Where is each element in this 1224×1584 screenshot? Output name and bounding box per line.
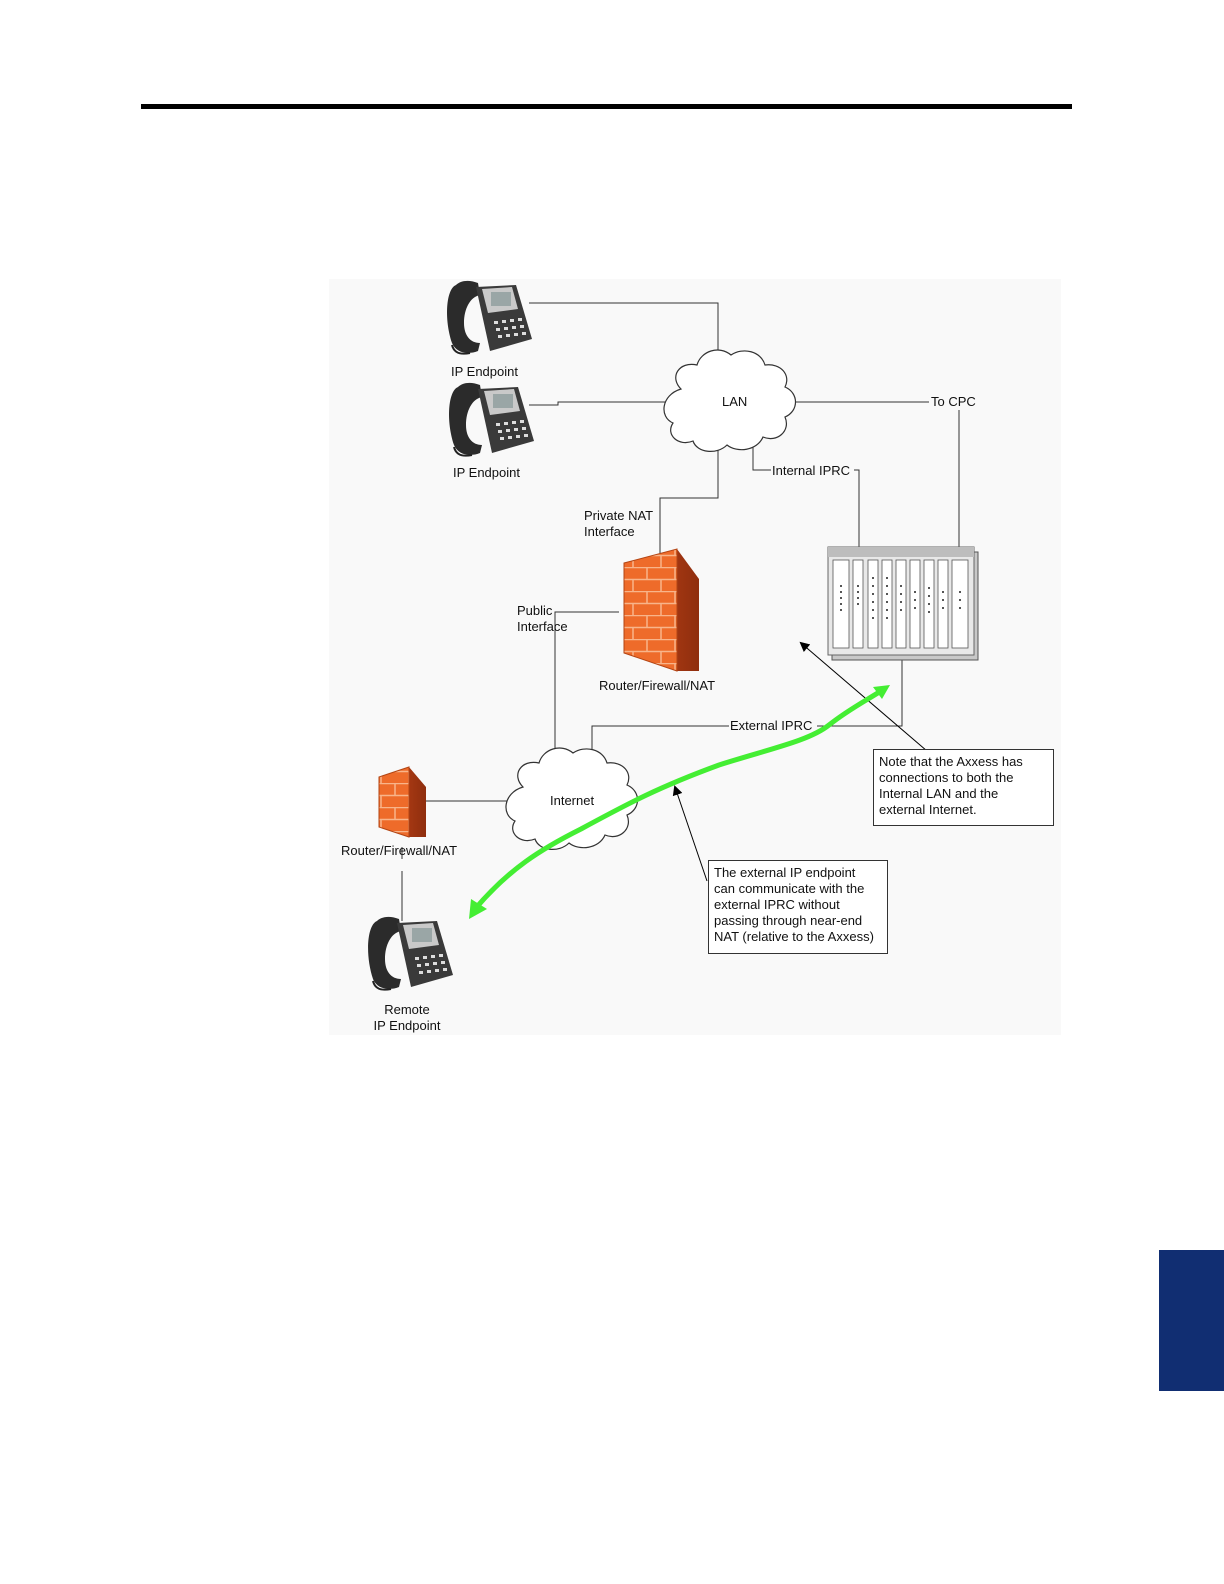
- axxess-note-pointer: [799, 641, 928, 752]
- private-nat-label-line1: Private NAT: [584, 508, 654, 523]
- ip-endpoint-2-label: IP Endpoint: [453, 465, 520, 480]
- header-rule: [141, 104, 1072, 109]
- endpoint-note-pointer: [672, 785, 708, 882]
- network-diagram: IP Endpoint IP Endpoint LAN To CPC Inter…: [329, 279, 1061, 1035]
- axxess-note: Note that the Axxess has connections to …: [873, 749, 1054, 826]
- link-lan-internal-iprc-b: [854, 469, 860, 569]
- axxess-note-line: connections to both the: [879, 770, 1014, 785]
- link-internet-external-iprc-a: [591, 725, 729, 757]
- remote-endpoint-label-line2: IP Endpoint: [373, 1018, 441, 1033]
- diagram-canvas: [329, 279, 1061, 1035]
- link-lan-firewall: [659, 449, 719, 559]
- link-phone2-lan: [529, 401, 677, 406]
- chapter-tab: [1159, 1250, 1224, 1391]
- ip-endpoint-1-label: IP Endpoint: [451, 364, 518, 379]
- axxess-note-line: external Internet.: [879, 802, 977, 817]
- connection-lines: [401, 302, 960, 921]
- endpoint-note-line: can communicate with the: [714, 881, 865, 896]
- desk-phone-icon-remote: [368, 916, 453, 991]
- remote-firewall-icon: [378, 766, 426, 838]
- remote-endpoint-label-line1: Remote: [384, 1002, 430, 1017]
- link-firewall-internet: [554, 611, 619, 757]
- internet-label: Internet: [550, 793, 595, 808]
- lan-cloud: [663, 349, 797, 452]
- router-remote-label: Router/Firewall/NAT: [341, 843, 458, 858]
- to-cpc-label: To CPC: [931, 394, 976, 409]
- axxess-note-line: Internal LAN and the: [879, 786, 999, 801]
- link-internet-external-iprc-b: [817, 649, 903, 727]
- internet-cloud: [505, 747, 639, 850]
- internal-iprc-label: Internal IPRC: [772, 463, 851, 478]
- flow-arrow: [469, 685, 890, 919]
- router-main-label: Router/Firewall/NAT: [599, 678, 716, 693]
- public-interface-label-line2: Interface: [517, 619, 568, 634]
- link-lan-internal-iprc-a: [752, 447, 771, 471]
- private-nat-label-line2: Interface: [584, 524, 635, 539]
- external-iprc-label: External IPRC: [730, 718, 813, 733]
- endpoint-note-line: NAT (relative to the Axxess): [714, 929, 874, 944]
- main-firewall-icon: [623, 548, 699, 672]
- axxess-note-line: Note that the Axxess has: [879, 754, 1023, 769]
- desk-phone-icon-2: [449, 382, 534, 457]
- endpoint-note-line: The external IP endpoint: [714, 865, 856, 880]
- lan-label: LAN: [722, 394, 748, 409]
- endpoint-note-line: passing through near-end: [714, 913, 863, 928]
- endpoint-note: The external IP endpoint can communicate…: [708, 860, 888, 954]
- public-interface-label-line1: Public: [517, 603, 553, 618]
- desk-phone-icon-1: [447, 280, 532, 355]
- endpoint-note-line: external IPRC without: [714, 897, 840, 912]
- axxess-cabinet-icon: [827, 546, 979, 661]
- link-phone1-lan: [529, 302, 719, 359]
